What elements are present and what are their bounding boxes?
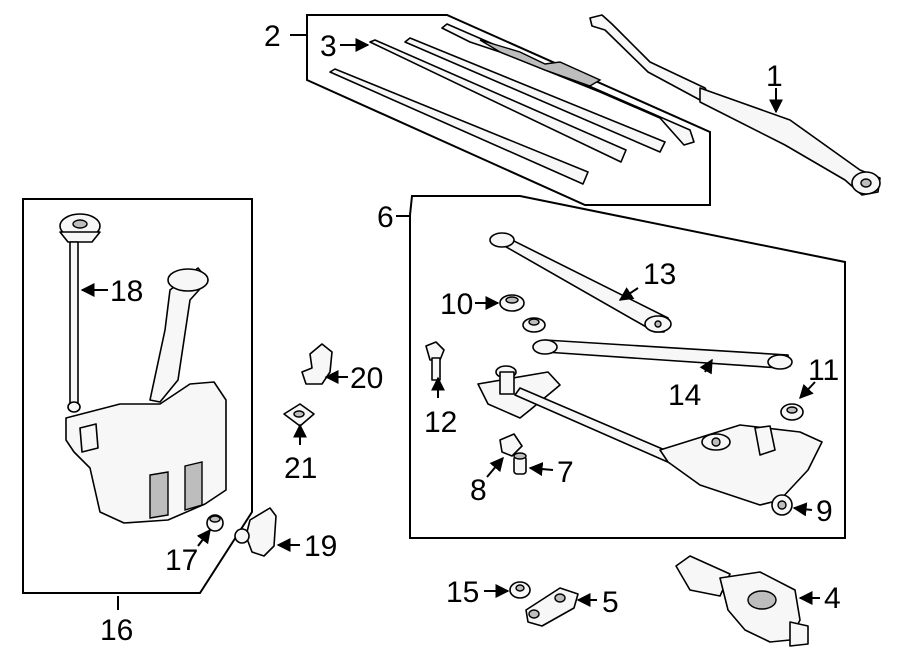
bushing-8 [499,433,523,457]
link-rod-13 [489,232,672,333]
callout-17: 17 [165,544,198,577]
callout-1: 1 [766,60,783,93]
callout-4: 4 [824,582,841,615]
wiper-blade-assembly [441,23,695,146]
callout-11: 11 [808,354,839,387]
callout-14: 14 [668,379,701,412]
callout-8: 8 [470,474,487,507]
callout-7: 7 [557,456,574,489]
callout-5: 5 [602,586,619,619]
washer-15 [509,581,531,599]
link-rod-14 [532,339,793,370]
callout-19: 19 [304,530,337,563]
bracket-5 [525,587,579,627]
wiper-linkage-frame [477,365,823,506]
callout-16: 16 [100,614,133,647]
wiper-blade-refill [329,37,666,185]
callout-15: 15 [446,576,479,609]
reservoir-group-box [22,198,253,594]
pump-grommet [206,514,224,532]
level-dipstick [59,213,101,413]
callout-10: 10 [440,288,473,321]
bushing-11 [780,403,804,421]
callout-2: 2 [264,20,281,53]
bushing-10 [499,294,546,333]
leader-lines [80,34,820,610]
callout-18: 18 [110,275,143,308]
callout-12: 12 [424,406,457,439]
callout-6: 6 [377,201,394,234]
retainer-clip [283,403,315,427]
callout-13: 13 [643,258,676,291]
linkage-group-box [409,195,846,539]
callout-3: 3 [320,30,337,63]
wiper-arm [589,14,881,196]
bolt-12 [425,341,445,381]
washer-reservoir [65,267,227,524]
callout-9: 9 [816,495,833,528]
blade-group-box [306,14,711,206]
callout-21: 21 [284,452,317,485]
washer-pump [234,507,277,557]
collar-7 [513,452,527,475]
wiper-motor [675,555,809,647]
filler-cap [301,343,333,385]
callout-20: 20 [350,362,383,395]
grommet-9 [771,494,793,516]
